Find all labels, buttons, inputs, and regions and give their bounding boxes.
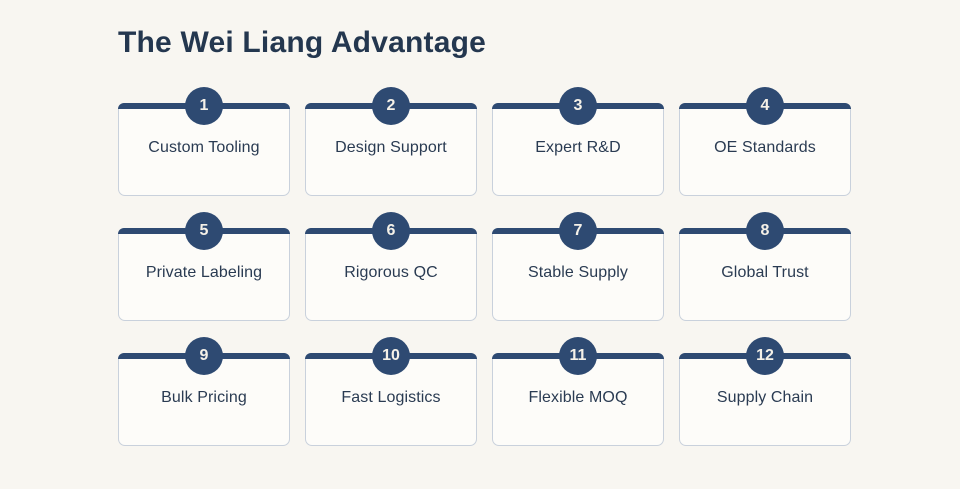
card-number: 9 — [199, 347, 209, 364]
advantage-card-10: 10 Fast Logistics — [305, 337, 477, 446]
card-label: Global Trust — [721, 263, 809, 281]
card-number-badge: 5 — [185, 212, 223, 250]
card-number: 2 — [386, 97, 396, 114]
card-number-badge: 6 — [372, 212, 410, 250]
advantage-grid: 1 Custom Tooling 2 Design Support 3 Expe… — [118, 87, 851, 446]
advantage-card-8: 8 Global Trust — [679, 212, 851, 321]
card-number: 6 — [386, 222, 396, 239]
card-label: Fast Logistics — [341, 388, 441, 406]
card-label: Bulk Pricing — [161, 388, 247, 406]
card-label: Flexible MOQ — [528, 388, 628, 406]
card-number: 4 — [760, 97, 770, 114]
advantage-card-4: 4 OE Standards — [679, 87, 851, 196]
advantage-card-11: 11 Flexible MOQ — [492, 337, 664, 446]
advantage-card-1: 1 Custom Tooling — [118, 87, 290, 196]
card-label: Supply Chain — [716, 388, 814, 406]
card-number: 12 — [756, 347, 774, 364]
card-label: Custom Tooling — [148, 138, 260, 156]
page-title: The Wei Liang Advantage — [118, 26, 486, 59]
card-number-badge: 12 — [746, 337, 784, 375]
card-number: 8 — [760, 222, 770, 239]
card-body: Design Support — [305, 103, 477, 196]
card-label: Private Labeling — [145, 263, 263, 281]
advantage-card-3: 3 Expert R&D — [492, 87, 664, 196]
card-number-badge: 9 — [185, 337, 223, 375]
card-number-badge: 1 — [185, 87, 223, 125]
advantage-card-7: 7 Stable Supply — [492, 212, 664, 321]
card-number-badge: 7 — [559, 212, 597, 250]
card-number: 1 — [199, 97, 209, 114]
advantage-card-2: 2 Design Support — [305, 87, 477, 196]
card-label: OE Standards — [714, 138, 816, 156]
card-label: Rigorous QC — [344, 263, 438, 281]
card-number-badge: 10 — [372, 337, 410, 375]
card-number: 10 — [382, 347, 400, 364]
card-label: Design Support — [335, 138, 447, 156]
card-number-badge: 11 — [559, 337, 597, 375]
card-label: Stable Supply — [527, 263, 629, 281]
card-label: Expert R&D — [535, 138, 621, 156]
card-number-badge: 3 — [559, 87, 597, 125]
card-number-badge: 8 — [746, 212, 784, 250]
card-number: 11 — [569, 347, 587, 364]
card-number-badge: 4 — [746, 87, 784, 125]
advantage-card-6: 6 Rigorous QC — [305, 212, 477, 321]
card-number: 7 — [573, 222, 583, 239]
advantage-card-12: 12 Supply Chain — [679, 337, 851, 446]
card-number-badge: 2 — [372, 87, 410, 125]
advantage-card-5: 5 Private Labeling — [118, 212, 290, 321]
card-number: 3 — [573, 97, 583, 114]
card-number: 5 — [199, 222, 209, 239]
advantage-card-9: 9 Bulk Pricing — [118, 337, 290, 446]
